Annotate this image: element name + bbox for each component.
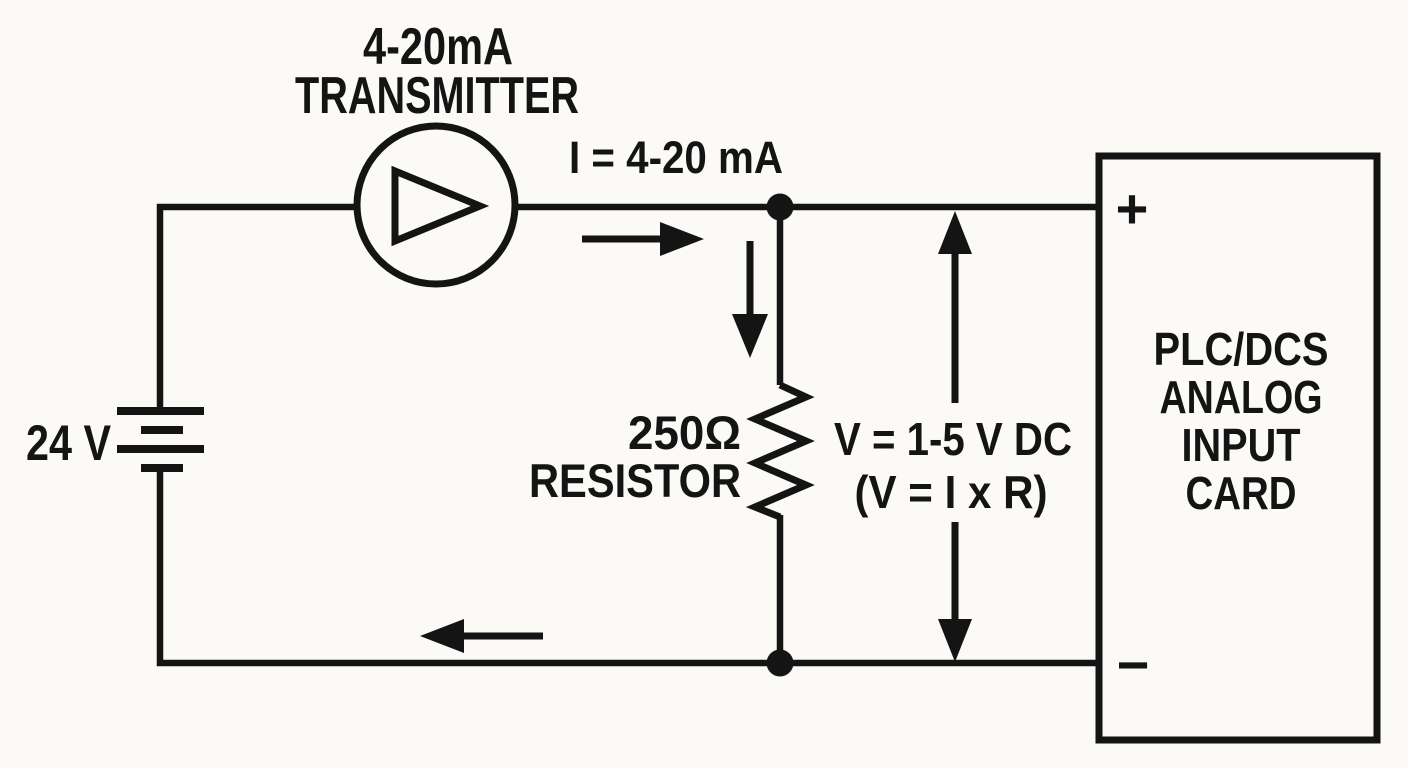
current-label: I = 4-20 mA	[569, 132, 783, 183]
voltage-label-line1: V = 1-5 V DC	[834, 413, 1072, 465]
arrowhead-up-icon	[938, 211, 972, 254]
loop-wires	[156, 203, 1101, 667]
plc-label-line2: ANALOG	[1160, 371, 1323, 423]
arrowhead-right-icon	[660, 222, 704, 256]
arrowhead-left-icon	[420, 619, 464, 653]
plc-label-line4: CARD	[1186, 467, 1297, 519]
transmitter-circle	[353, 122, 519, 288]
resistor-value-label: 250Ω	[628, 406, 741, 459]
resistor-zigzag-symbol	[745, 381, 815, 521]
plc-card-box	[1095, 152, 1381, 744]
transmitter-triangle-icon	[391, 165, 490, 247]
plc-label-line1: PLC/DCS	[1154, 323, 1329, 375]
voltage-label-line2: (V = I x R)	[855, 466, 1048, 518]
resistor-current-arrow-down	[732, 241, 768, 358]
negative-terminal-label: −	[1117, 633, 1150, 696]
junction-dot-bottom	[766, 649, 794, 677]
arrowhead-down-icon	[938, 619, 972, 662]
resistor-name-label: RESISTOR	[529, 454, 741, 507]
battery-symbol	[117, 407, 204, 472]
transmitter-label-line2: TRANSMITTER	[295, 67, 579, 125]
transmitter-symbol	[353, 122, 519, 288]
current-direction-arrow-right	[582, 222, 704, 256]
battery-voltage-label: 24 V	[26, 415, 112, 471]
positive-terminal-label: +	[1116, 177, 1149, 240]
transmitter-label-line1: 4-20mA	[363, 18, 513, 76]
plc-label-line3: INPUT	[1182, 419, 1301, 471]
voltage-measurement-arrow	[938, 211, 972, 662]
arrowhead-down-icon	[732, 314, 768, 358]
junction-dot-top	[766, 193, 794, 221]
return-current-arrow-left	[420, 619, 543, 653]
